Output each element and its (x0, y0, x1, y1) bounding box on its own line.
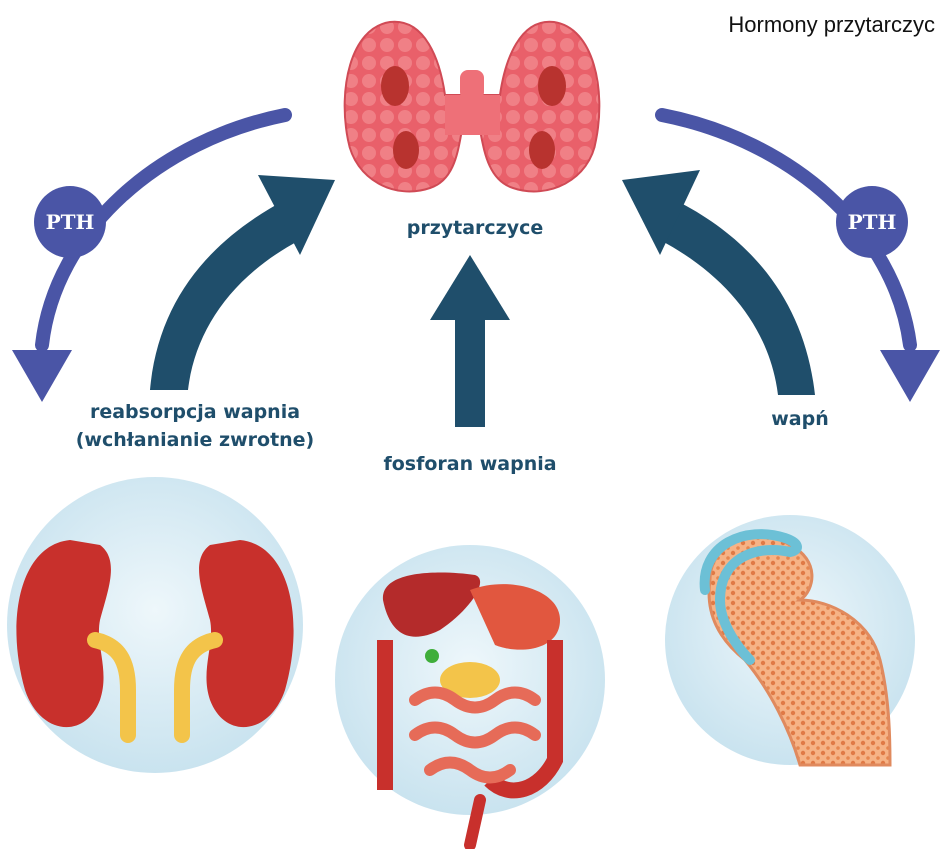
feedback-arrow-center (430, 255, 510, 427)
pth-label-right: PTH (848, 210, 897, 234)
digestive-system-icon (335, 545, 605, 845)
page-title: Hormony przytarczyc (728, 12, 935, 38)
pth-label-left: PTH (46, 210, 95, 234)
bone-joint-icon (665, 515, 915, 765)
left-arrow-label: reabsorpcja wapnia (wchłanianie zwrotne) (55, 398, 335, 454)
feedback-arrow-right (622, 170, 815, 395)
parathyroid-gland-icon (345, 22, 600, 192)
gland-label: przytarczyce (400, 214, 550, 242)
pth-badge-right: PTH (836, 186, 908, 258)
pth-badge-left: PTH (34, 186, 106, 258)
right-arrow-label: wapń (755, 405, 845, 433)
kidneys-icon (7, 477, 303, 773)
feedback-arrow-left (150, 175, 335, 390)
center-arrow-label: fosforan wapnia (370, 450, 570, 478)
